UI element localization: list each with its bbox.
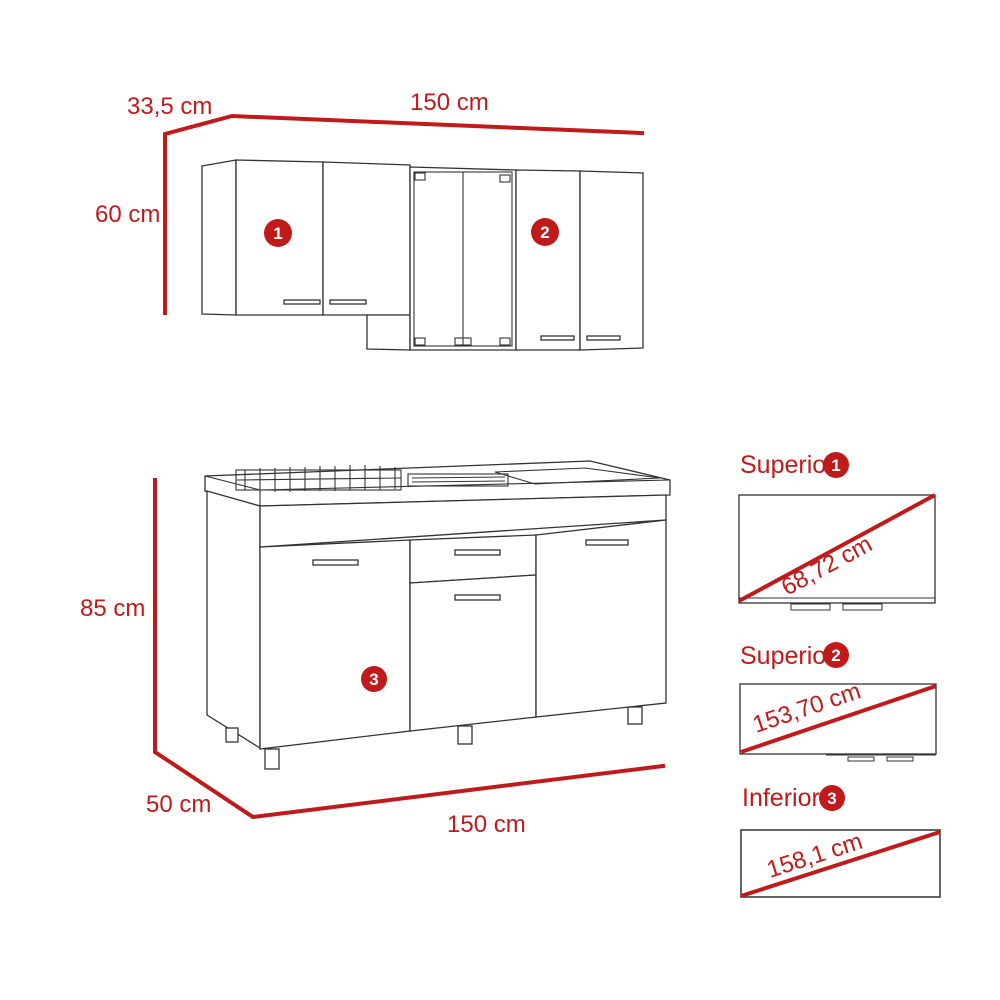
panel-2-badge [823, 642, 849, 668]
badge-2: 2 [531, 218, 559, 246]
diagonal-panel-superior-1: Superior 1 68,72 cm [738, 451, 936, 611]
badge-3: 3 [361, 666, 387, 692]
upper-height-label: 60 cm [95, 201, 160, 228]
svg-text:3: 3 [369, 670, 378, 689]
upper-width-label: 150 cm [410, 89, 489, 116]
lower-cabinet-drawing [204, 460, 671, 770]
panel-3-title: Inferior [742, 784, 820, 812]
diagonal-panel-superior-2: Superior 2 153,70 cm [739, 642, 937, 762]
panel-1-title: Superior [740, 451, 835, 479]
panel-1-badge [823, 452, 849, 478]
lower-height-label: 85 cm [80, 595, 145, 622]
badge-1: 1 [264, 219, 292, 247]
svg-text:2: 2 [831, 646, 840, 665]
upper-dimension-lines [163, 113, 645, 315]
svg-text:3: 3 [827, 789, 836, 808]
svg-text:2: 2 [540, 223, 549, 242]
lower-depth-label: 50 cm [146, 791, 211, 818]
svg-text:1: 1 [831, 456, 840, 475]
lower-dimension-lines [153, 478, 666, 820]
svg-text:1: 1 [273, 224, 282, 243]
upper-cabinets-drawing [201, 159, 644, 351]
panel-3-badge [819, 785, 845, 811]
diagonal-panel-inferior-3: Inferior 3 158,1 cm [740, 784, 941, 898]
panel-2-title: Superior [740, 642, 835, 670]
lower-width-label: 150 cm [447, 811, 526, 838]
upper-depth-label: 33,5 cm [127, 93, 212, 120]
